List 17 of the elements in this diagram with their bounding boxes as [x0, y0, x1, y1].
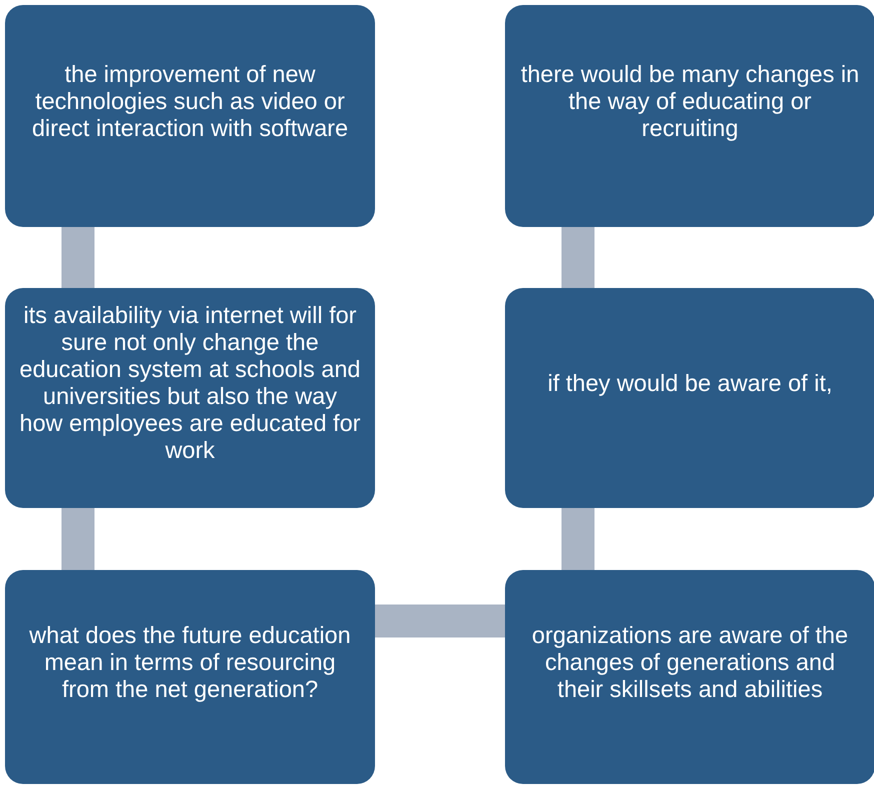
connector-bar	[62, 227, 94, 288]
connector-bar	[62, 508, 94, 570]
box-text: the improvement of new technologies such as video or direct interaction with software	[30, 60, 350, 142]
box-text: its availability via internet will for sure not only change the education system at schools and universities but also the way how employees are educated for work	[19, 302, 361, 464]
connector-bar	[375, 604, 505, 638]
box-text: if they would be aware of it,	[548, 370, 832, 396]
process-box	[505, 570, 874, 784]
process-box	[5, 5, 375, 227]
process-box	[505, 5, 874, 227]
box-text: organizations are aware of the changes of generations and their skillsets and abilities	[530, 622, 850, 702]
box-text: what does the future education mean in terms of resourcing from the net generation?	[28, 622, 352, 702]
process-box	[5, 570, 375, 784]
box-text: there would be many changes in the way of educating or recruiting	[520, 60, 860, 142]
connector-bar	[562, 508, 594, 570]
connector-bar	[562, 227, 594, 288]
process-box	[505, 288, 874, 508]
process-box	[5, 288, 375, 508]
